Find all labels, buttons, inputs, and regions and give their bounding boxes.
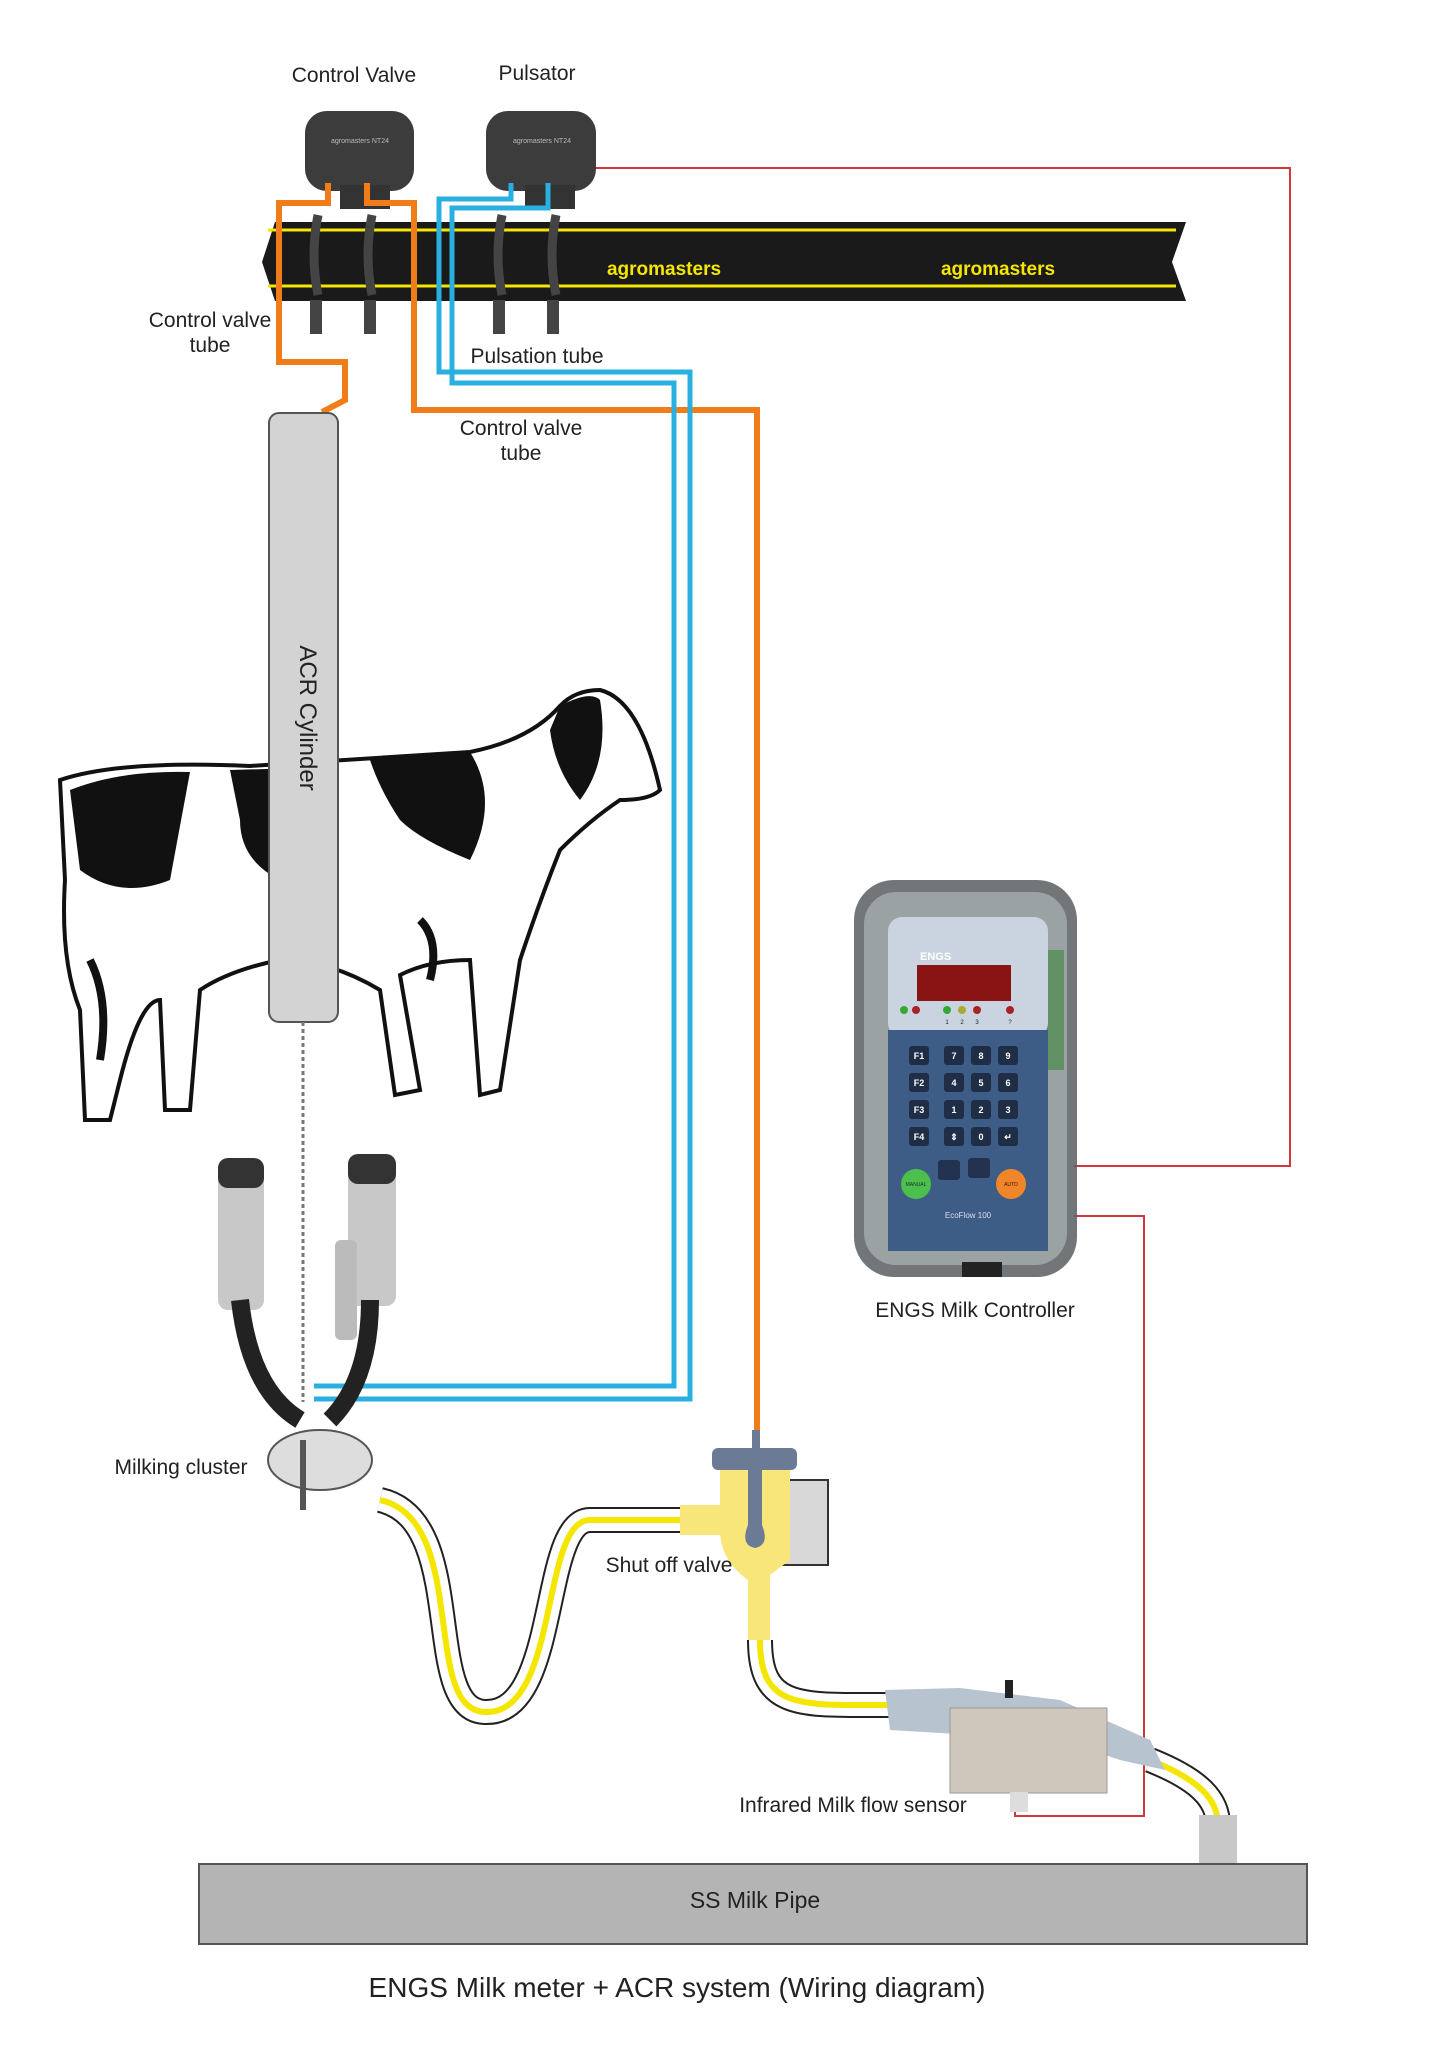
key-num-2-label: 9 (1005, 1051, 1010, 1061)
key-num-3[interactable] (944, 1073, 964, 1092)
key-num-6-label: 1 (951, 1105, 956, 1115)
key-num-8[interactable] (998, 1100, 1018, 1119)
key-f2-label: F2 (914, 1078, 925, 1088)
label-controller: ENGS Milk Controller (875, 1299, 1075, 1322)
key-num-0[interactable] (944, 1046, 964, 1065)
label-cv-tube-right-1: Control valve (460, 417, 583, 440)
manual-button[interactable] (901, 1169, 931, 1199)
key-f4-label: F4 (914, 1132, 925, 1142)
key-num-7[interactable] (971, 1100, 991, 1119)
controller-display (917, 965, 1011, 1001)
key-num-6[interactable] (944, 1100, 964, 1119)
pulsation-tube-inner (314, 183, 677, 1389)
control-valve-tube-to-cylinder (276, 183, 348, 415)
key-num-2[interactable] (998, 1046, 1018, 1065)
milking-cluster (218, 1154, 396, 1510)
key-num-9-label: ⇕ (950, 1132, 958, 1142)
controller-model: EcoFlow 100 (945, 1211, 992, 1220)
shut-off-valve (680, 1430, 829, 1640)
key-f1-label: F1 (914, 1051, 925, 1061)
key-num-9[interactable] (944, 1127, 964, 1146)
key-num-1[interactable] (971, 1046, 991, 1065)
diagram-title: ENGS Milk meter + ACR system (Wiring dia… (369, 1972, 986, 2003)
key-f2[interactable] (909, 1073, 929, 1092)
svg-text:AUTO: AUTO (1004, 1182, 1018, 1188)
svg-text:?: ? (1008, 1020, 1012, 1026)
pulsator-device: agromasters NT24 (486, 111, 596, 334)
key-f3-label: F3 (914, 1105, 925, 1115)
key-num-11[interactable] (998, 1127, 1018, 1146)
rail-brand-1: agromasters (607, 259, 721, 280)
label-flow-sensor: Infrared Milk flow sensor (739, 1794, 967, 1817)
label-milking-cluster: Milking cluster (114, 1456, 247, 1479)
key-f4[interactable] (909, 1127, 929, 1146)
infrared-flow-sensor (885, 1680, 1165, 1812)
key-num-8-label: 3 (1005, 1105, 1010, 1115)
menu-key[interactable] (968, 1158, 990, 1178)
ss-milk-pipe: SS Milk Pipe (198, 1815, 1308, 1945)
control-valve-model: agromasters NT24 (331, 138, 389, 145)
key-num-5[interactable] (998, 1073, 1018, 1092)
cow-illustration (57, 687, 663, 1122)
key-f3[interactable] (909, 1100, 929, 1119)
label-pulsator: Pulsator (498, 62, 575, 85)
key-f1[interactable] (909, 1046, 929, 1065)
key-num-0-label: 7 (951, 1051, 956, 1061)
signal-wire-pulsator (594, 167, 1291, 1167)
label-control-valve: Control Valve (292, 64, 417, 87)
play-stop-key[interactable] (938, 1160, 960, 1180)
key-num-11-label: ↵ (1004, 1132, 1012, 1142)
acr-cylinder: ACR Cylinder (268, 412, 339, 1402)
key-num-3-label: 4 (951, 1078, 956, 1088)
key-num-1-label: 8 (978, 1051, 983, 1061)
acr-cylinder-label: ACR Cylinder (294, 645, 321, 790)
auto-button[interactable] (996, 1169, 1026, 1199)
key-num-10-label: 0 (978, 1132, 983, 1142)
controller-brand: ENGS (920, 951, 951, 963)
svg-text:1: 1 (945, 1020, 949, 1026)
svg-text:2: 2 (960, 1020, 964, 1026)
svg-text:3: 3 (975, 1020, 979, 1026)
mounting-rail: agromasters agromasters (262, 222, 1186, 301)
label-pulsation-tube: Pulsation tube (470, 345, 603, 368)
label-shut-off-valve: Shut off valve (606, 1554, 733, 1577)
control-valve-tube-to-shutoff (364, 183, 760, 1448)
key-num-4-label: 5 (978, 1078, 983, 1088)
svg-text:MANUAL: MANUAL (906, 1182, 927, 1188)
key-num-7-label: 2 (978, 1105, 983, 1115)
key-num-5-label: 6 (1005, 1078, 1010, 1088)
key-num-4[interactable] (971, 1073, 991, 1092)
controller-leds: 1 2 3 ? (900, 1006, 1014, 1026)
milk-pipe-label: SS Milk Pipe (690, 1887, 820, 1913)
label-cv-tube-right-2: tube (501, 442, 542, 465)
pulsator-model: agromasters NT24 (513, 138, 571, 145)
rail-brand-2: agromasters (941, 259, 1055, 280)
pulsation-tube-outer (314, 183, 693, 1402)
label-cv-tube-left-2: tube (190, 334, 231, 357)
label-cv-tube-left-1: Control valve (149, 309, 272, 332)
key-num-10[interactable] (971, 1127, 991, 1146)
